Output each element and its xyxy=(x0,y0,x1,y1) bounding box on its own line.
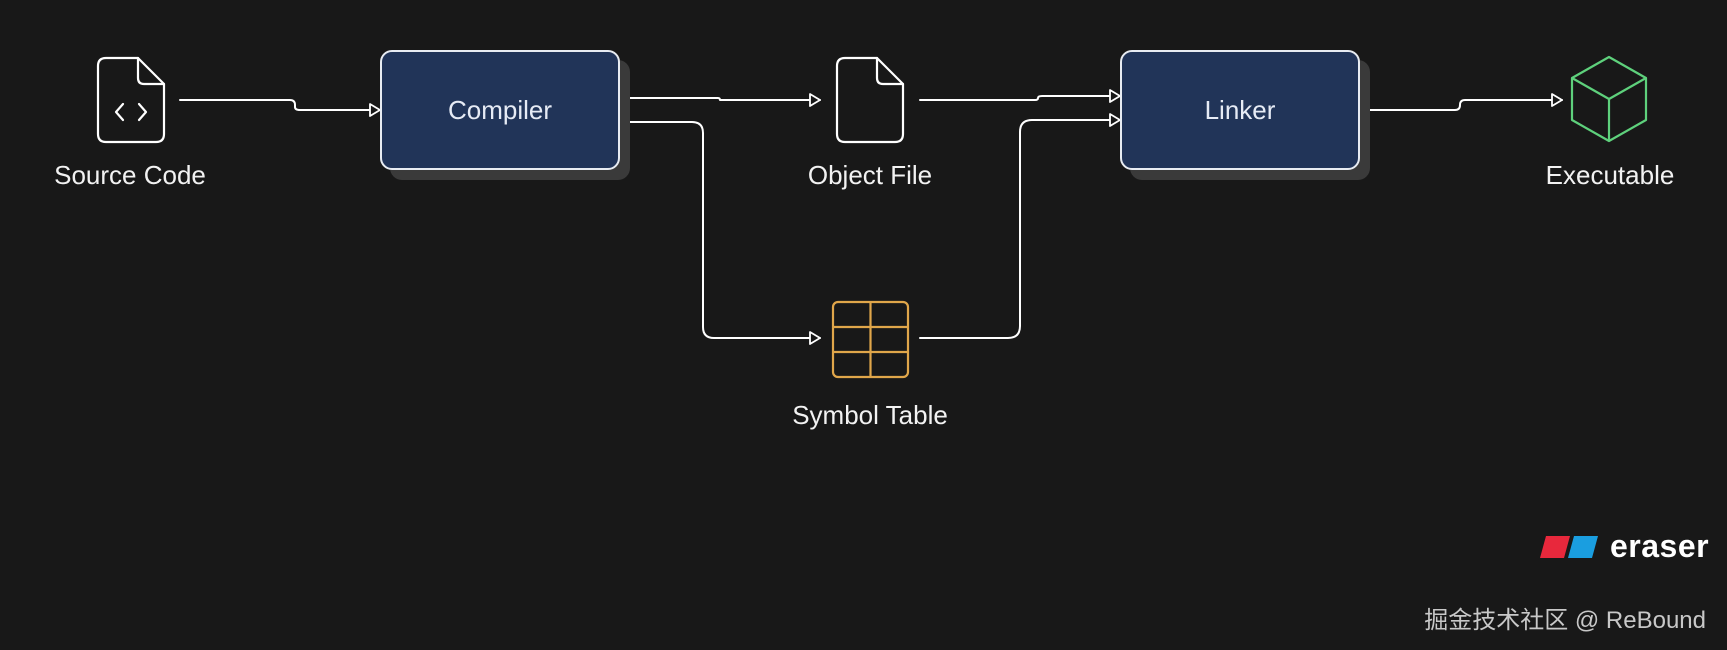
compiler-label: Compiler xyxy=(447,94,553,125)
file-icon xyxy=(835,56,905,144)
brand-name: eraser xyxy=(1610,528,1710,564)
symbol-table-label: Symbol Table xyxy=(792,400,948,430)
table-icon xyxy=(831,300,910,379)
code-file-icon xyxy=(96,56,166,144)
edge-source-to-compiler xyxy=(179,99,381,117)
linker-node[interactable]: Linker xyxy=(1120,50,1360,170)
object-file-label: Object File xyxy=(807,160,933,190)
edge-linker-to-executable xyxy=(1361,93,1563,111)
watermark: 掘金技术社区 @ ReBound xyxy=(1424,607,1706,634)
eraser-brand: eraser xyxy=(1540,528,1709,565)
edge-symbol-table-to-linker xyxy=(919,113,1121,339)
edge-compiler-to-symbol-table xyxy=(621,121,821,345)
source-code-label: Source Code xyxy=(54,160,206,190)
edge-compiler-to-object-file xyxy=(621,93,821,107)
cube-icon xyxy=(1570,55,1648,143)
eraser-logo-icon xyxy=(1540,535,1598,558)
edge-object-file-to-linker xyxy=(919,89,1121,103)
executable-label: Executable xyxy=(1545,160,1675,190)
compiler-node[interactable]: Compiler xyxy=(380,50,620,170)
linker-label: Linker xyxy=(1204,94,1276,125)
